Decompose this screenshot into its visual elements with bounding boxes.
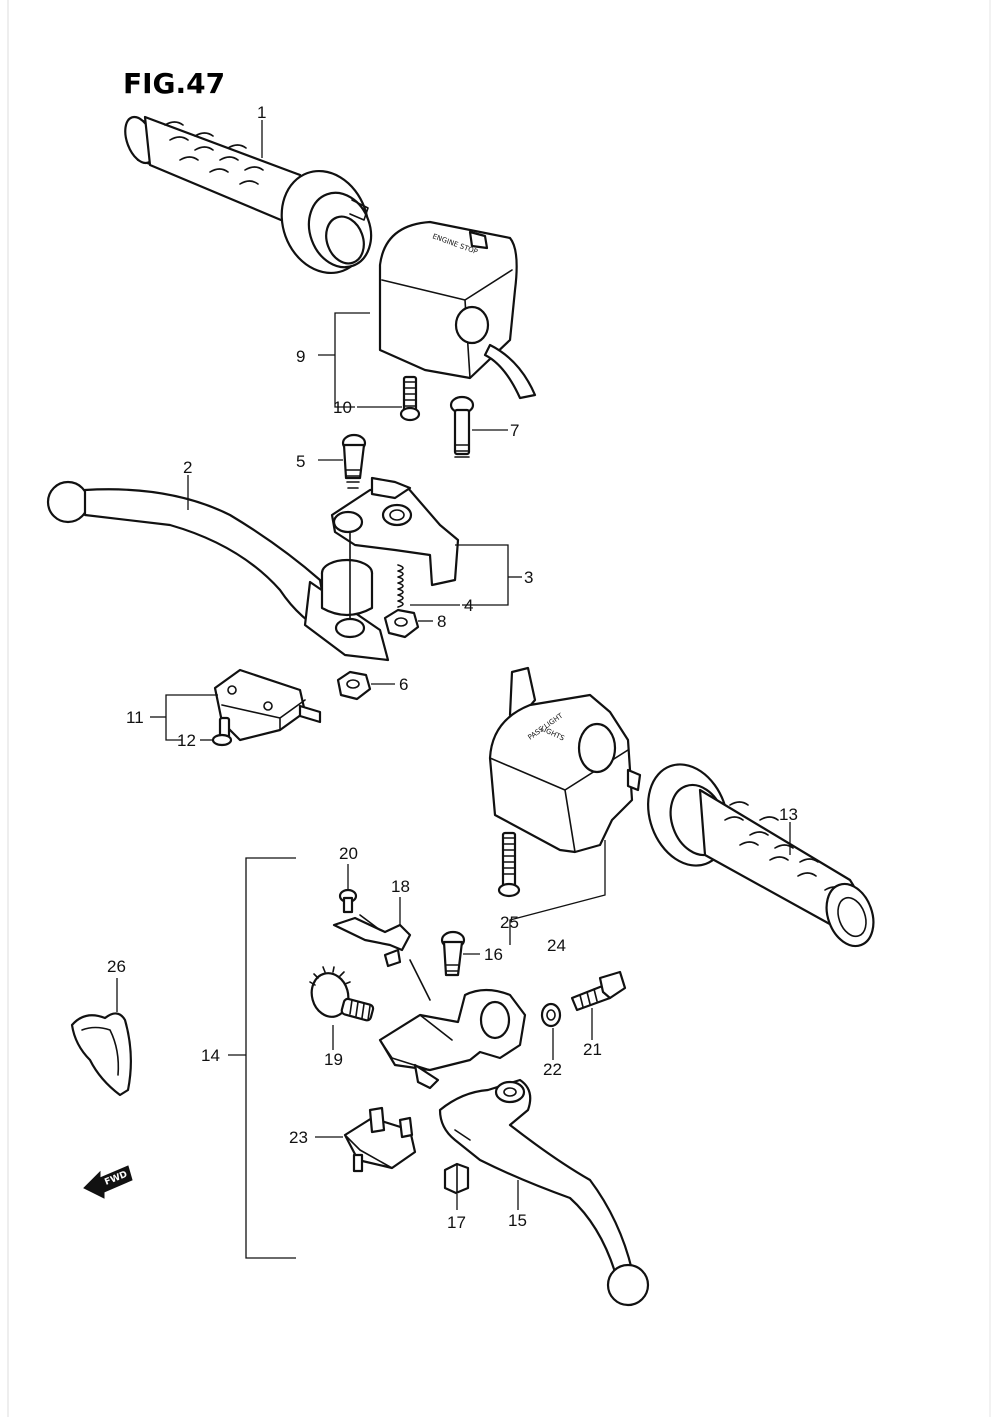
callout-23: 23 [289, 1128, 308, 1147]
grip-throttle-part [124, 115, 373, 275]
bolt-7-part [449, 395, 475, 458]
callout-3: 3 [524, 568, 533, 587]
pivot-bolt-16-part [440, 930, 466, 977]
screw-10-part [399, 375, 421, 422]
callout-4: 4 [464, 596, 473, 615]
spring-4-part [397, 564, 404, 608]
callout-1: 1 [257, 103, 266, 122]
pivot-bolt-5-part [341, 433, 367, 489]
callout-5: 5 [296, 452, 305, 471]
callout-26: 26 [107, 957, 126, 976]
figure-title: FIG.47 [123, 67, 225, 100]
callout-24: 24 [547, 936, 566, 955]
grip-left-13-part [647, 763, 875, 948]
clutch-lever-15-part [438, 1078, 650, 1307]
screw-12-part [211, 716, 233, 747]
bolt-21-part [570, 970, 627, 1012]
callout-18: 18 [391, 877, 410, 896]
callout-17: 17 [447, 1213, 466, 1232]
callout-19: 19 [324, 1050, 343, 1069]
arrow-left-icon: FWD [83, 1165, 133, 1199]
clutch-holder-part [378, 959, 527, 1090]
screw-20-part [338, 888, 358, 914]
callout-13: 13 [779, 805, 798, 824]
washer-22-part [540, 1002, 562, 1028]
callout-11: 11 [126, 708, 144, 727]
screw-25-part [497, 831, 521, 898]
callout-9: 9 [296, 347, 305, 366]
adjuster-19-part [309, 966, 375, 1022]
callout-21: 21 [583, 1040, 602, 1059]
callout-20: 20 [339, 844, 358, 863]
nut-6-part [336, 670, 372, 701]
callout-10: 10 [333, 398, 352, 417]
brake-switch-11-part [213, 668, 322, 742]
callout-14: 14 [201, 1046, 220, 1065]
callout-14-bracket [245, 857, 296, 1259]
callout-12: 12 [177, 731, 196, 750]
nut-8-part [383, 608, 420, 639]
clutch-switch-23-part [343, 1106, 417, 1173]
cover-26-part [70, 1012, 132, 1097]
switch-housing-right-part: LIGHTS PASS LIGHT [488, 666, 642, 854]
nut-17-part [443, 1162, 470, 1195]
callout-7: 7 [510, 421, 519, 440]
callout-6: 6 [399, 675, 408, 694]
callout-24-bracket [509, 840, 606, 945]
callout-8: 8 [437, 612, 446, 631]
callout-9-bracket [334, 312, 370, 408]
master-cylinder-part [320, 476, 460, 639]
switch-housing-upper-part: ENGINE STOP [378, 220, 537, 400]
callout-25: 25 [500, 913, 519, 932]
callout-3-bracket [455, 544, 509, 606]
callout-15: 15 [508, 1211, 527, 1230]
callout-22: 22 [543, 1060, 562, 1079]
cable-bracket-18-part [332, 914, 412, 968]
callout-16: 16 [484, 945, 503, 964]
callout-2: 2 [183, 458, 192, 477]
